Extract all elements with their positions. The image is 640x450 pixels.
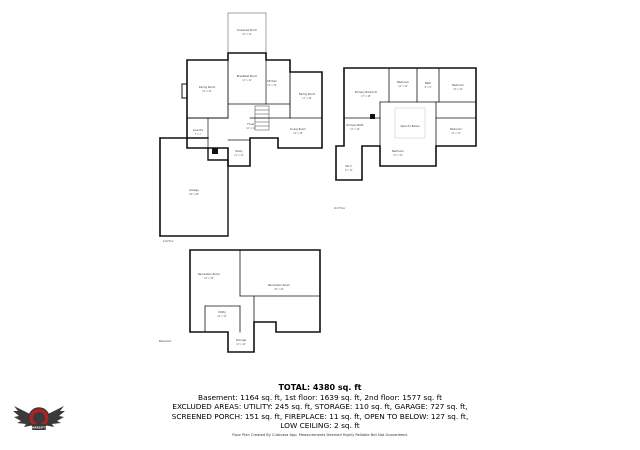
room-label: Breakfast Room [237,74,258,78]
room-area: 12' x 12' [242,33,252,36]
room-label: Living Room [290,127,306,131]
room-label: Bedroom [392,149,404,153]
room-area: 16' x 13' [217,315,227,318]
room-area: 14' x 16' [293,132,303,135]
room-area: 21' x 16' [204,277,214,280]
room-label: Storage [236,338,247,342]
room-area: 11' x 12' [242,79,252,82]
floor-name: 1st Floor [163,240,173,243]
floor-areas-line: Basement: 1164 sq. ft, 1st floor: 1639 s… [198,392,442,402]
room-label: Bedroom [452,83,464,87]
room-area: 12' x 12' [398,85,408,88]
fireplace-icon [181,83,188,99]
room-label: Laundry [193,128,204,132]
second-floor-plan [335,67,477,181]
room-area: 14' x 14' [202,90,212,93]
room-label: Bath [425,81,431,85]
room-label: Bedroom [397,80,409,84]
total-area: TOTAL: 4380 sq. ft [278,383,362,392]
room-area: 11' x 11' [234,154,244,157]
room-label: Family Room [299,92,316,96]
room-label: W.I.C. [345,164,352,168]
room-label: Primary Bedroom [355,90,378,94]
floor-plan-drawing: Screened Porch 12' x 12' Breakfast Room … [159,12,477,353]
room-area: 11' x 10' [236,343,246,346]
stairs-icon [254,105,270,131]
room-label: Screened Porch [237,28,257,32]
disclaimer-footer: Floor Plan Created By Cubicasa App. Meas… [232,433,408,437]
logo-text: VARSITY [32,425,47,429]
room-label: Recreation Room [198,272,221,276]
room-area: 25' x 20' [274,288,284,291]
room-area: 9' x 11' [345,169,353,172]
winged-shield-logo: VARSITY [13,406,65,430]
room-area: 12' x 13' [393,154,403,157]
room-area: 13' x 12' [453,88,463,91]
room-label: Study [235,149,243,153]
basement-walls [189,249,321,353]
excluded-areas-line: EXCLUDED AREAS: UTILITY: 245 sq. ft, STO… [172,402,468,412]
room-label: Primary Bath [347,123,364,127]
floor-name: 2nd Floor [334,207,345,210]
room-label: Dining Room [199,85,216,89]
first-floor-walls [186,52,323,167]
floor-name: Basement [159,340,171,343]
room-area: 7' x 7' [195,133,202,136]
room-label: Garage [189,188,199,192]
first-floor-plan [159,12,323,237]
open-to-below-area [394,107,426,139]
room-label: Bedroom [450,127,462,131]
excluded-areas-line: SCREENED PORCH: 151 sq. ft, FIREPLACE: 1… [171,411,469,421]
room-label: Utility [218,310,226,314]
basement-plan [189,249,321,353]
room-label: Recreation Room [268,283,291,287]
excluded-areas-line: LOW CEILING: 2 sq. ft [280,421,360,431]
room-area: 8' x 9' [425,86,432,89]
room-label: Open to Below [401,124,421,128]
room-label: Kitchen [267,79,277,83]
room-area: 12' x 11' [451,132,461,135]
room-area: 12' x 10' [350,128,360,131]
room-area: 26' x 28' [189,193,199,196]
room-area: 17' x 16' [302,97,312,100]
room-label: Foyer [247,122,255,126]
room-area: 17' x 18' [361,95,371,98]
area-summary: TOTAL: 4380 sq. ft Basement: 1164 sq. ft… [150,383,490,431]
room-area: 10' x 12' [246,127,256,130]
room-area: 13' x 14' [267,84,277,87]
utility-black-block [212,148,218,154]
